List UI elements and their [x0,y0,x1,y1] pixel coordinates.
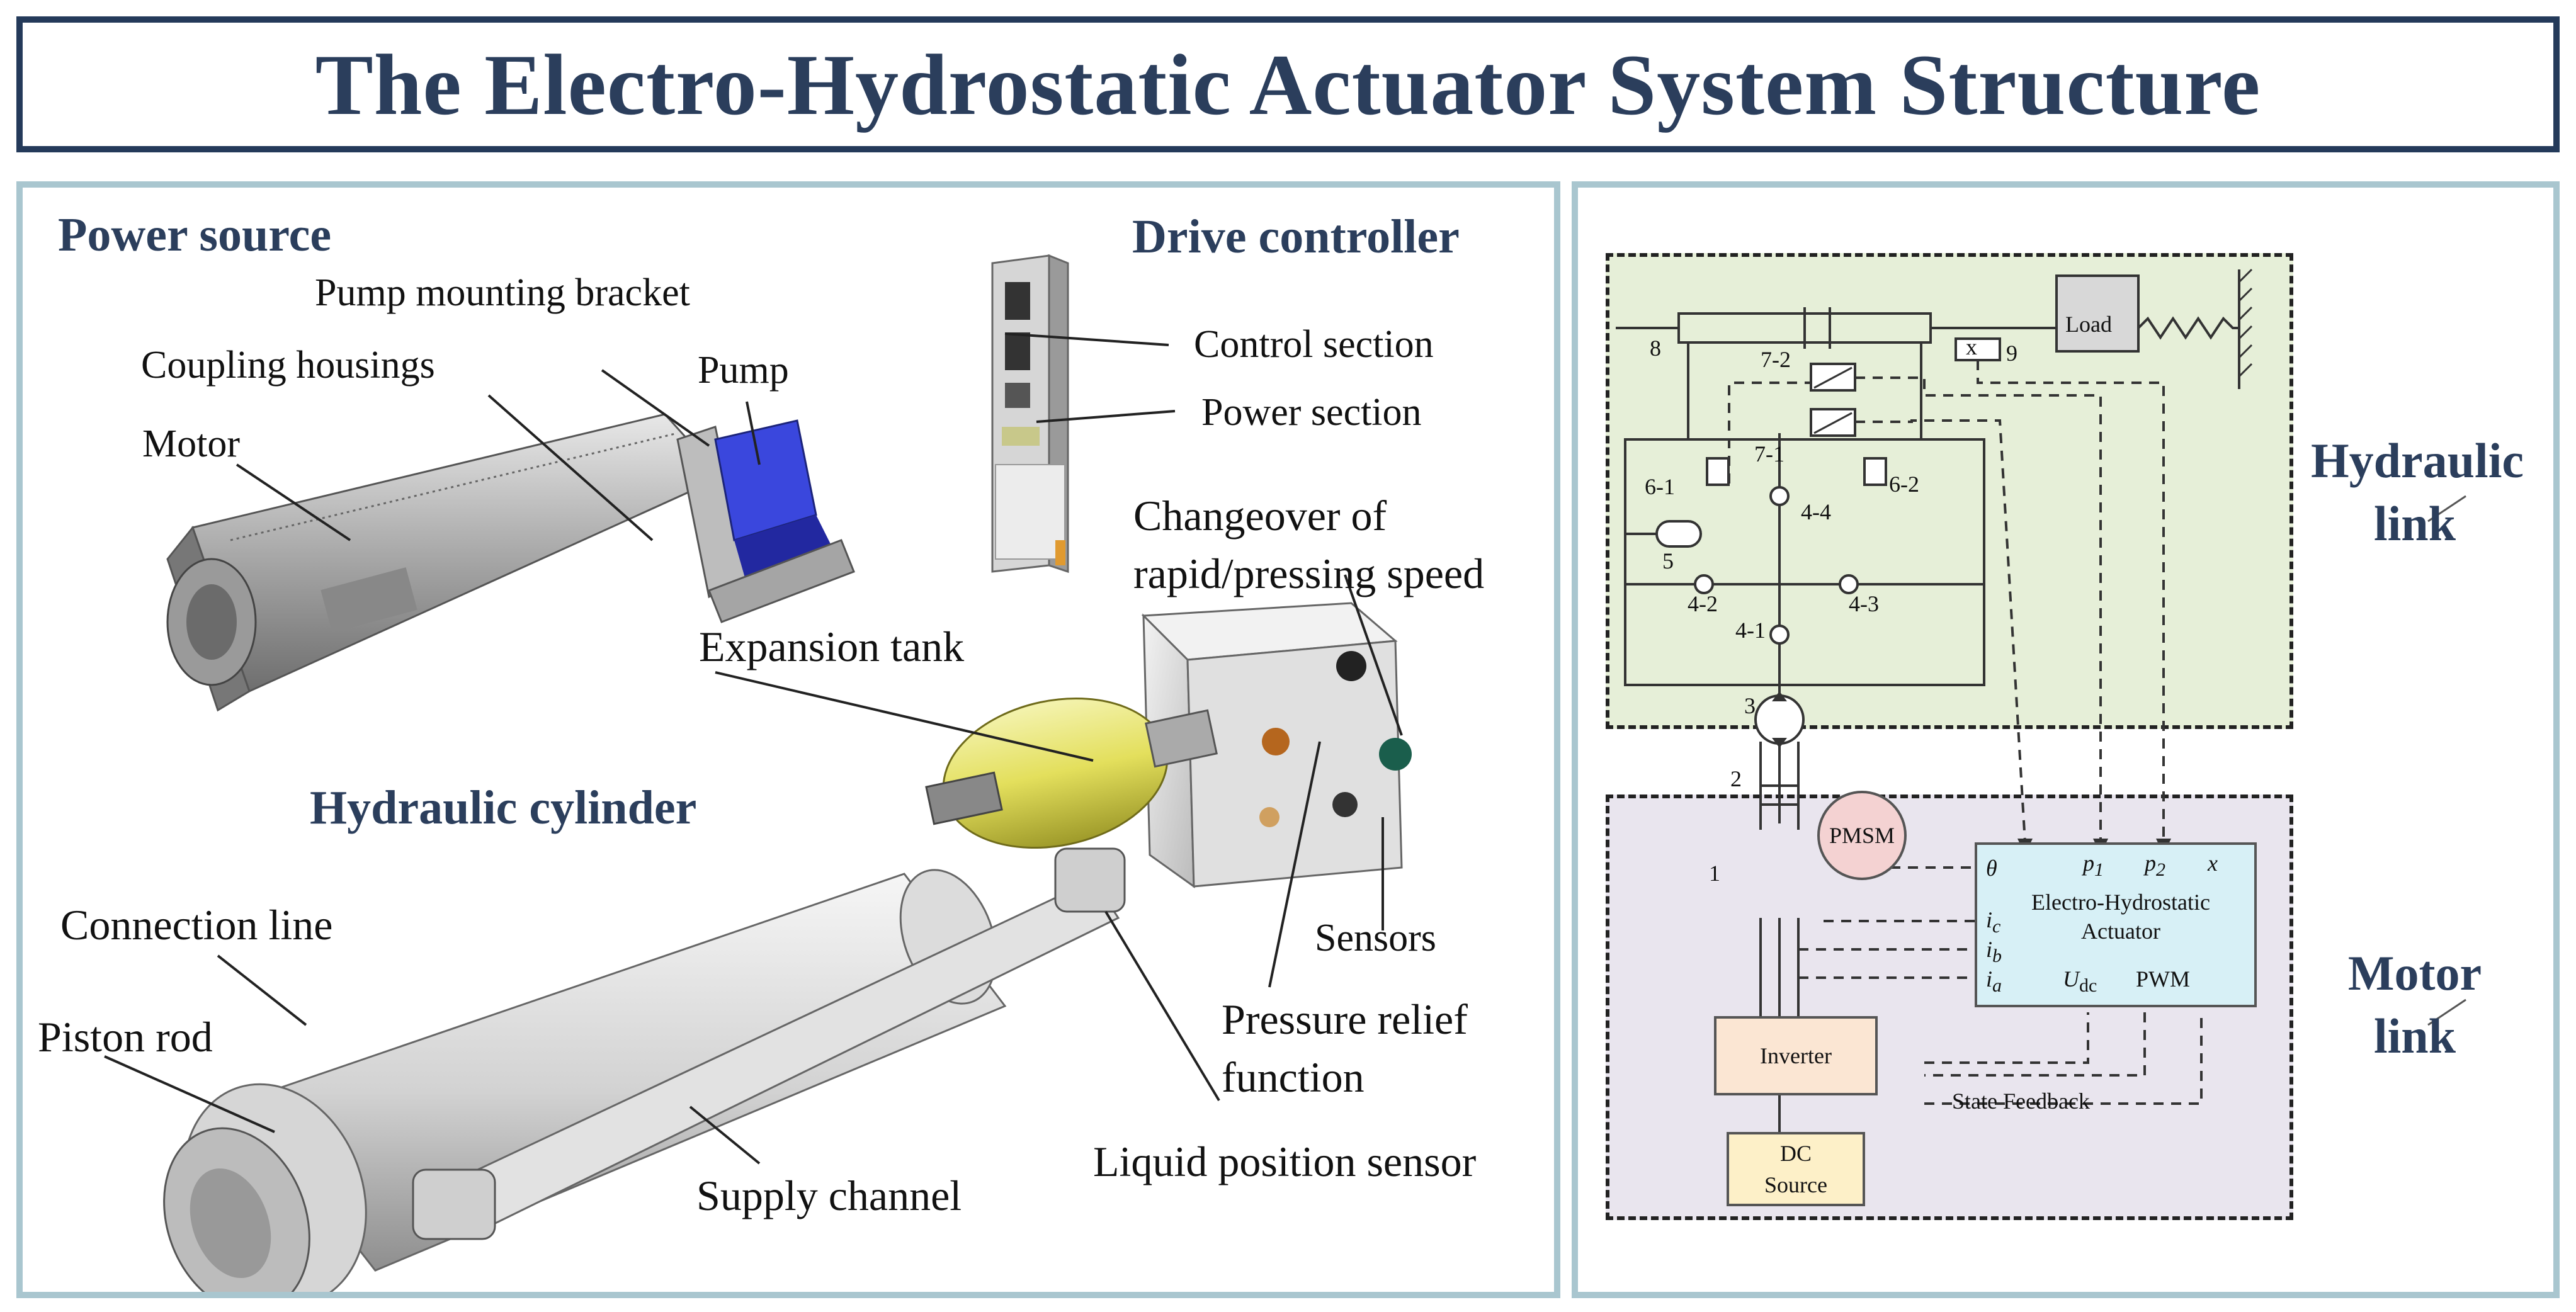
eha-label-1: Electro-Hydrostatic [2031,890,2210,915]
pmsm-label: PMSM [1829,823,1895,848]
label-5: 5 [1662,548,1674,574]
label-7-2: 7-2 [1761,347,1791,372]
ib-sub: b [1992,946,2002,967]
p2-label: p [2145,851,2156,876]
eha-schematic [1616,268,2466,1132]
label-3: 3 [1744,693,1756,718]
inverter-label: Inverter [1760,1043,1832,1068]
label-pump-mounting-bracket: Pump mounting bracket [315,271,690,314]
motor-link-label: Motor link [2330,942,2500,1068]
label-6-2: 6-2 [1889,472,1919,497]
heading-hydraulic-cylinder: Hydraulic cylinder [310,781,697,834]
label-motor: Motor [142,422,240,465]
label-4-2: 4-2 [1688,591,1718,616]
label-expansion-tank: Expansion tank [699,623,965,670]
ib-label: i [1986,937,1993,962]
valve-block-drawing [925,602,1412,888]
label-9: 9 [2006,341,2017,366]
label-7-1: 7-1 [1754,441,1784,467]
dc-label-2: Source [1764,1172,1827,1197]
pwm-label: PWM [2136,966,2191,992]
label-changeover-1: Changeover of [1133,492,1387,540]
hydraulic-link-line2: link [2373,496,2456,551]
x-input-label: x [2208,851,2218,876]
hydraulic-link-label: Hydraulic link [2311,429,2524,555]
label-6-1: 6-1 [1645,474,1675,499]
drive-controller-drawing [991,254,1069,574]
label-sensors: Sensors [1315,917,1436,959]
label-power-section: Power section [1201,391,1422,434]
label-pressure-relief-2: function [1222,1053,1365,1101]
dc-label-1: DC [1779,1141,1812,1166]
label-2: 2 [1730,766,1742,791]
label-coupling-housings: Coupling housings [141,344,435,387]
x-sensor-label: x [1966,334,1977,359]
leader-lines [104,332,1403,1165]
label-liquid-position-sensor: Liquid position sensor [1093,1138,1477,1185]
ic-label: i [1986,907,1993,932]
heading-drive-controller: Drive controller [1132,210,1460,263]
p1-sub: 1 [2094,859,2104,881]
label-pump: Pump [698,349,789,392]
label-4-1: 4-1 [1735,618,1766,643]
eha-controller-box: Electro-Hydrostatic Actuator θ p1 p2 x i… [1975,842,2257,1007]
ia-sub: a [1992,975,2002,997]
motor-link-line2: link [2373,1009,2456,1063]
label-4-3: 4-3 [1849,591,1879,616]
title-banner: The Electro-Hydrostatic Actuator System … [16,16,2560,152]
state-feedback-label: State Feedback [1952,1089,2090,1114]
motor-link-line1: Motor [2347,946,2482,1000]
hydraulic-cylinder-drawing [163,847,1126,1292]
load-label: Load [2065,312,2112,337]
eha-label-2: Actuator [2081,919,2160,944]
hydraulic-link-line1: Hydraulic [2311,433,2524,488]
label-pressure-relief-1: Pressure relief [1222,995,1468,1043]
components-illustration [104,254,1412,1292]
theta-label: θ [1986,856,1997,881]
inverter-box: Inverter [1714,1016,1878,1095]
udc-sub: dc [2079,975,2097,997]
ic-sub: c [1992,916,2001,937]
label-supply-channel: Supply channel [696,1172,962,1219]
dc-source-box: DC Source [1727,1132,1865,1206]
p1-label: p [2083,851,2094,876]
p2-sub: 2 [2156,859,2165,881]
label-piston-rod: Piston rod [38,1013,213,1061]
label-4-4: 4-4 [1801,499,1831,524]
udc-label: U [2063,966,2079,992]
label-control-section: Control section [1194,323,1434,366]
label-8: 8 [1650,336,1661,361]
hydraulic-link-box [1606,253,2293,729]
label-1: 1 [1709,861,1720,886]
heading-power-source: Power source [58,208,332,261]
ia-label: i [1986,966,1993,992]
label-changeover-2: rapid/pressing speed [1133,550,1485,597]
label-connection-line: Connection line [60,901,333,949]
pmsm-motor: PMSM [1817,791,1907,880]
page-title: The Electro-Hydrostatic Actuator System … [315,36,2261,133]
